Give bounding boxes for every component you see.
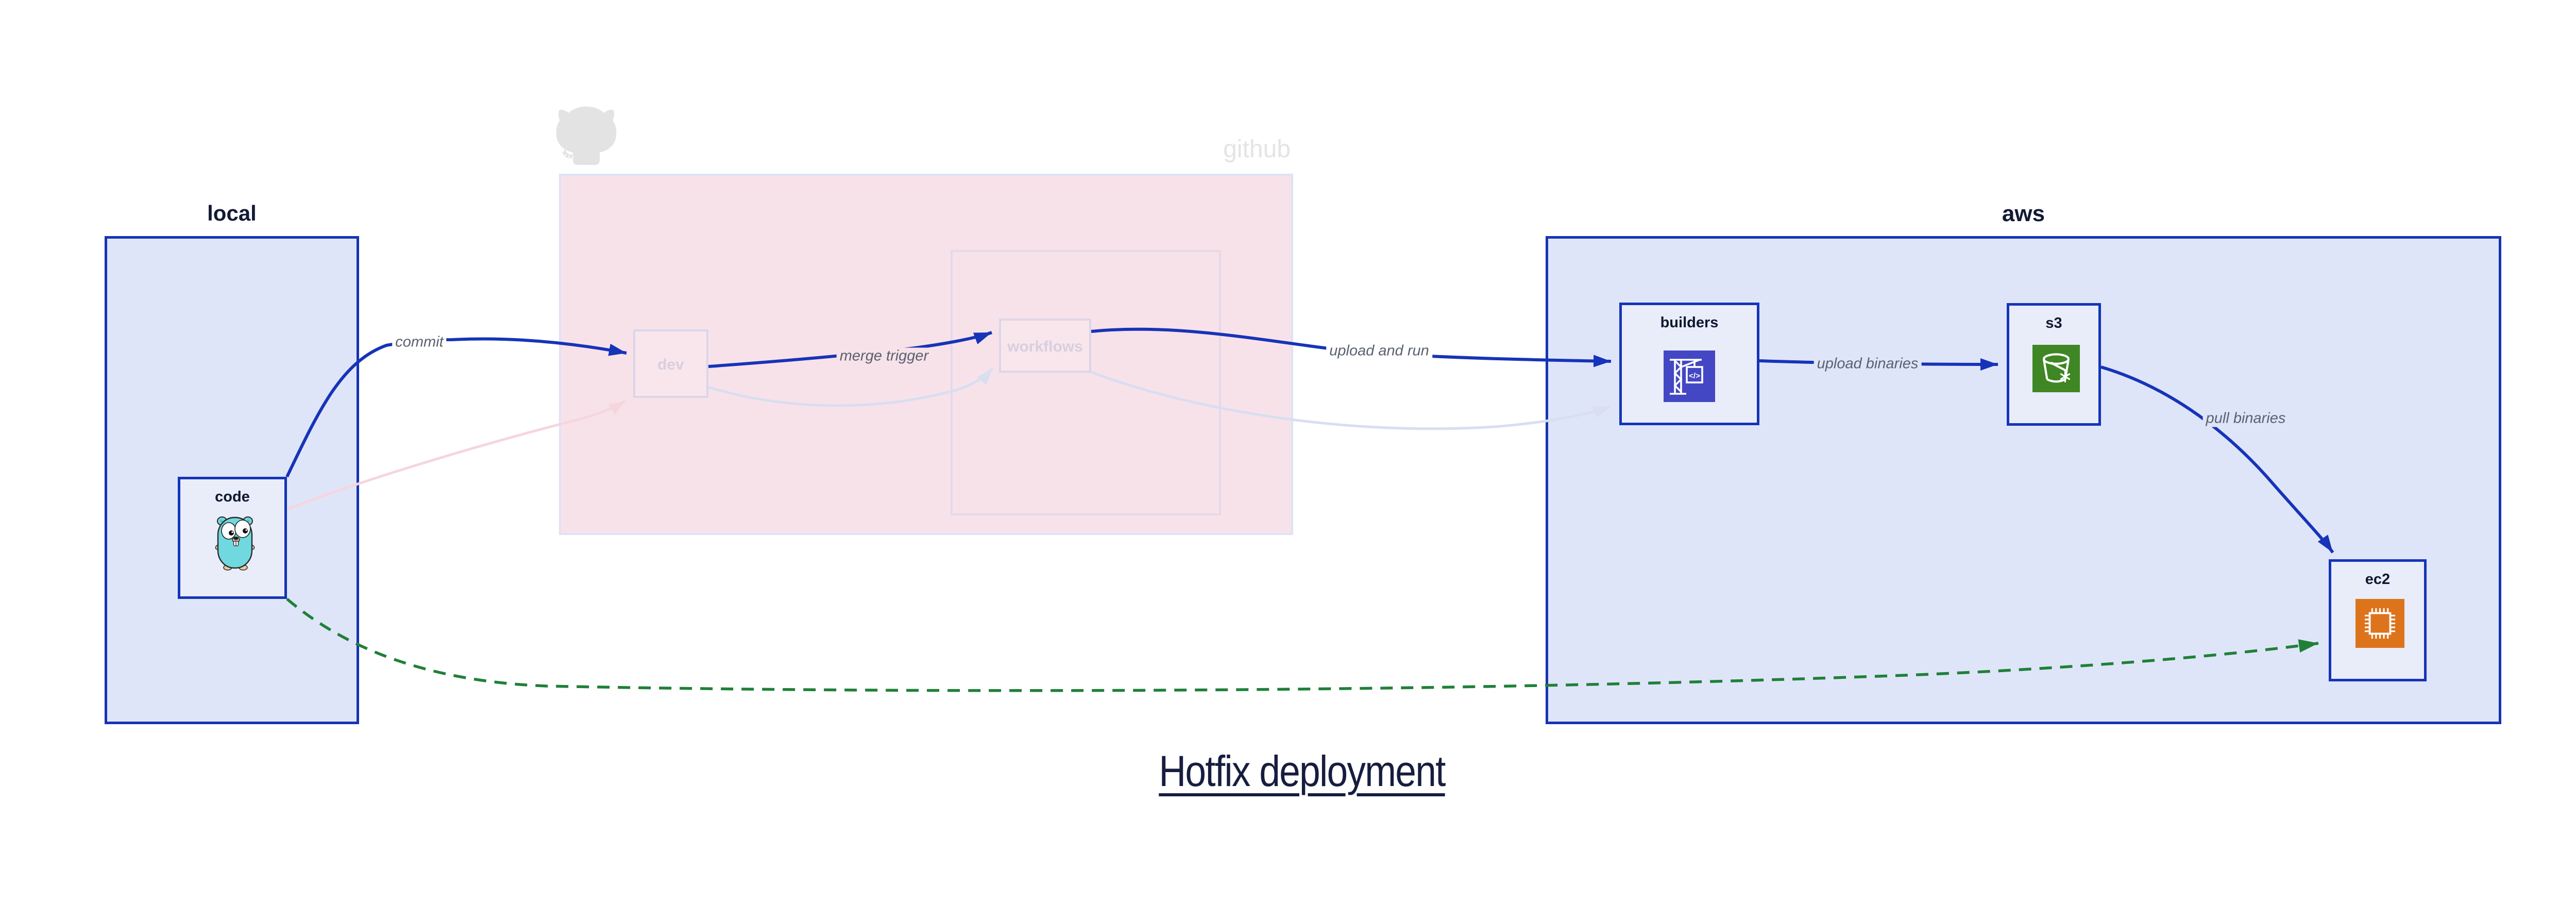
node-dev-label: dev — [657, 356, 684, 373]
diagram-title: Hotfix deployment — [1159, 747, 1446, 795]
edge-hotfix-dashed — [286, 597, 2319, 692]
cluster-github-label: github — [1223, 136, 1291, 163]
edge-label-upload-and-run: upload and run — [1326, 342, 1432, 360]
node-ec2-label: ec2 — [2365, 571, 2391, 588]
edge-workflows-builders-faded — [1091, 371, 1611, 430]
cluster-aws-label: aws — [2002, 201, 2045, 226]
node-dev: dev — [633, 329, 708, 398]
edge-dev-workflows-faded — [708, 368, 993, 407]
cluster-master — [951, 250, 1221, 515]
node-code-label: code — [215, 489, 250, 505]
node-builders-label: builders — [1660, 314, 1719, 331]
cluster-local-label: local — [207, 201, 257, 225]
ec2-chip-icon — [2355, 599, 2404, 648]
gopher-icon — [214, 513, 256, 571]
edge-code-dev-faded — [286, 399, 626, 511]
octocat-icon — [553, 102, 620, 170]
edge-pull-binaries — [2100, 365, 2334, 554]
node-s3: s3 — [2007, 303, 2101, 426]
node-s3-label: s3 — [2045, 315, 2062, 331]
codebuild-crane-icon: </> — [1664, 350, 1715, 402]
edge-label-upload-binaries: upload binaries — [1814, 355, 1922, 373]
s3-bucket-icon — [2032, 345, 2080, 392]
edge-commit — [285, 337, 627, 478]
edge-label-merge-trigger: merge trigger — [836, 347, 932, 365]
node-ec2: ec2 — [2329, 559, 2427, 681]
svg-text:</>: </> — [1689, 372, 1700, 380]
node-builders: builders </> — [1619, 303, 1759, 425]
node-workflows-label: workflows — [1007, 338, 1083, 355]
edge-label-pull-binaries: pull binaries — [2202, 410, 2289, 427]
node-workflows: workflows — [999, 319, 1091, 373]
node-code: code — [178, 477, 287, 599]
edge-label-commit: commit — [392, 333, 447, 351]
